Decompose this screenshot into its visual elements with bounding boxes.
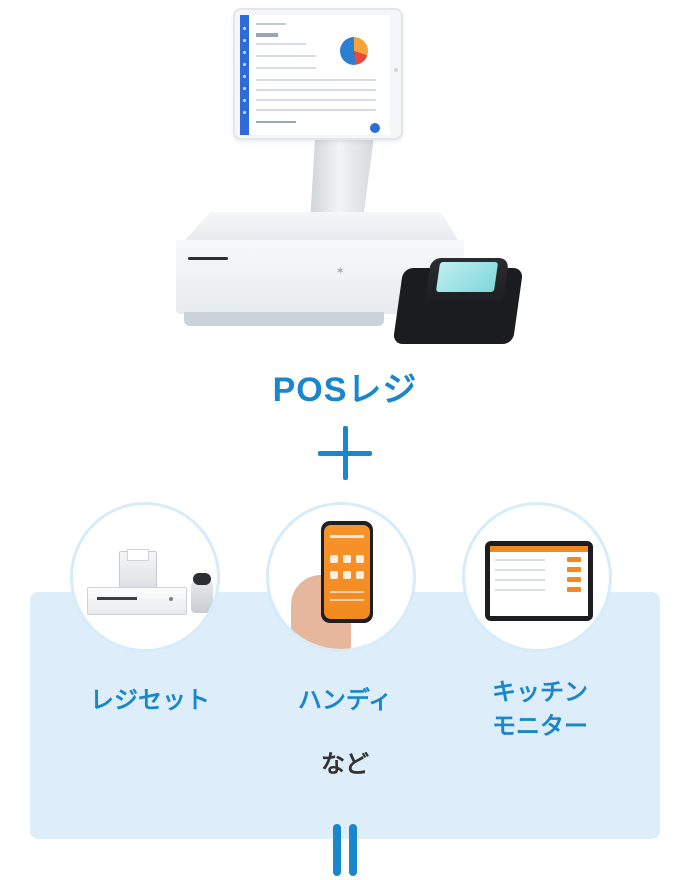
option-kitchen-monitor-label: キッチン モニター [450, 676, 630, 744]
handy-image [266, 502, 416, 652]
kitchen-monitor-image [462, 502, 612, 652]
pos-register-heading: POSレジ [272, 371, 418, 409]
tablet-screen [240, 15, 390, 135]
phone-screen [324, 525, 370, 619]
star-logo-icon: ✶ [336, 266, 345, 277]
option-register-set-label: レジセット [90, 687, 210, 714]
kitchen-label-line2: モニター [492, 713, 588, 740]
pos-tablet [233, 8, 403, 140]
cash-drawer-small [87, 587, 187, 615]
pie-chart-graphic [340, 37, 368, 65]
screen-sidebar [240, 15, 249, 135]
kitchen-label-line1: キッチン [492, 679, 588, 706]
pos-product-image: ✶ [0, 0, 690, 350]
tablet-stand [310, 136, 374, 224]
etc-text: など [321, 751, 369, 778]
register-set-image [70, 502, 220, 652]
option-handy-label: ハンディ [297, 687, 393, 714]
terminal-display [435, 262, 499, 292]
barcode-scanner [191, 577, 213, 613]
